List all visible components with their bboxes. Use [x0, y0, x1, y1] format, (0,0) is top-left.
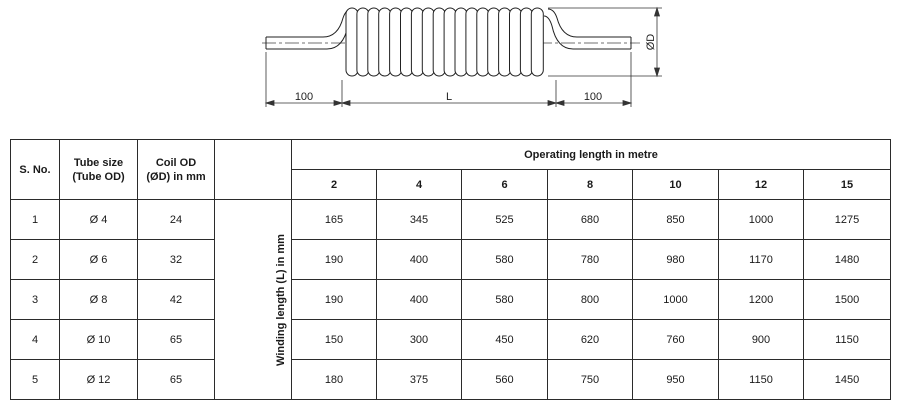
winding-length-value: 900: [718, 319, 804, 360]
winding-length-value: 190: [291, 279, 377, 320]
coil-turn: [465, 7, 479, 77]
winding-length-value: 150: [291, 319, 377, 360]
winding-length-value: 165: [291, 199, 377, 240]
winding-length-value: 750: [547, 359, 633, 400]
operating-length-header: 15: [803, 169, 891, 200]
winding-length-value: 525: [461, 199, 548, 240]
winding-length-value: 375: [376, 359, 462, 400]
winding-length-value: 800: [547, 279, 633, 320]
extension-lines: [265, 7, 662, 107]
winding-length-value: 450: [461, 319, 548, 360]
winding-length-value: 190: [291, 239, 377, 280]
coil-turn: [498, 7, 512, 77]
winding-length-label: Winding length (L) in mm: [274, 233, 287, 366]
operating-length-header: 2: [291, 169, 377, 200]
dim-length-label: L: [446, 91, 452, 103]
winding-length-value: 300: [376, 319, 462, 360]
header-blank: [214, 139, 292, 200]
coil-turn: [519, 7, 533, 77]
winding-length-value: 1000: [718, 199, 804, 240]
winding-length-value: 180: [291, 359, 377, 400]
operating-length-header: 10: [632, 169, 719, 200]
winding-length-value: 560: [461, 359, 548, 400]
winding-length-value: 950: [632, 359, 719, 400]
winding-length-value: 760: [632, 319, 719, 360]
tube-size-cell: Ø 12: [59, 359, 138, 400]
tube-size-cell: Ø 10: [59, 319, 138, 360]
coil-turn: [454, 7, 468, 77]
dim-diameter-label: ØD: [645, 34, 657, 51]
winding-length-value: 1170: [718, 239, 804, 280]
coil-od-cell: 42: [137, 279, 215, 320]
winding-length-value: 620: [547, 319, 633, 360]
operating-length-header: 4: [376, 169, 462, 200]
winding-length-value: 1150: [803, 319, 891, 360]
winding-length-value: 850: [632, 199, 719, 240]
winding-length-value: 1275: [803, 199, 891, 240]
coil-turn: [345, 7, 359, 77]
coil-turn: [367, 7, 381, 77]
coil-turn: [421, 7, 435, 77]
winding-length-value: 1150: [718, 359, 804, 400]
winding-length-value: 580: [461, 279, 548, 320]
coil-od-cell: 24: [137, 199, 215, 240]
coil-turn: [410, 7, 424, 77]
winding-length-value: 1200: [718, 279, 804, 320]
winding-length-label-cell: Winding length (L) in mm: [214, 199, 292, 400]
coil-loops: [345, 7, 544, 77]
coil-diagram: 100 L 100 ØD: [262, 6, 662, 107]
winding-length-value: 1500: [803, 279, 891, 320]
operating-length-header: 6: [461, 169, 548, 200]
coil-turn: [530, 7, 544, 77]
header-sno: S. No.: [10, 139, 60, 200]
coil-od-cell: 65: [137, 359, 215, 400]
sno-cell: 1: [10, 199, 60, 240]
header-operating-length: Operating length in metre: [291, 139, 891, 170]
tube-size-cell: Ø 6: [59, 239, 138, 280]
coil-turn: [443, 7, 457, 77]
coil-turn: [389, 7, 403, 77]
tube-size-cell: Ø 8: [59, 279, 138, 320]
coil-turn: [509, 7, 522, 77]
winding-length-value: 345: [376, 199, 462, 240]
header-tube-size: Tube size (Tube OD): [59, 139, 138, 200]
dim-right-label: 100: [584, 91, 602, 103]
winding-length-value: 580: [461, 239, 548, 280]
coil-turn: [356, 7, 370, 77]
winding-length-table: S. No. Tube size (Tube OD) Coil OD (ØD) …: [10, 139, 891, 400]
sno-cell: 4: [10, 319, 60, 360]
winding-length-value: 780: [547, 239, 633, 280]
dim-left-label: 100: [295, 91, 313, 103]
coil-turn: [476, 7, 490, 77]
coil-turn: [432, 7, 446, 77]
winding-length-value: 980: [632, 239, 719, 280]
winding-length-value: 1450: [803, 359, 891, 400]
winding-length-value: 1480: [803, 239, 891, 280]
coil-turn: [487, 7, 501, 77]
header-coil-od: Coil OD (ØD) in mm: [137, 139, 215, 200]
right-tube: [543, 8, 632, 50]
dimension-lines: [264, 6, 661, 107]
sno-cell: 3: [10, 279, 60, 320]
tube-size-cell: Ø 4: [59, 199, 138, 240]
coil-turn: [378, 7, 392, 77]
operating-length-header: 12: [718, 169, 804, 200]
operating-length-header: 8: [547, 169, 633, 200]
winding-length-value: 400: [376, 239, 462, 280]
coil-turn: [400, 7, 413, 77]
sno-cell: 5: [10, 359, 60, 400]
coil-od-cell: 32: [137, 239, 215, 280]
coil-od-cell: 65: [137, 319, 215, 360]
winding-length-value: 1000: [632, 279, 719, 320]
sno-cell: 2: [10, 239, 60, 280]
winding-length-value: 680: [547, 199, 633, 240]
winding-length-value: 400: [376, 279, 462, 320]
